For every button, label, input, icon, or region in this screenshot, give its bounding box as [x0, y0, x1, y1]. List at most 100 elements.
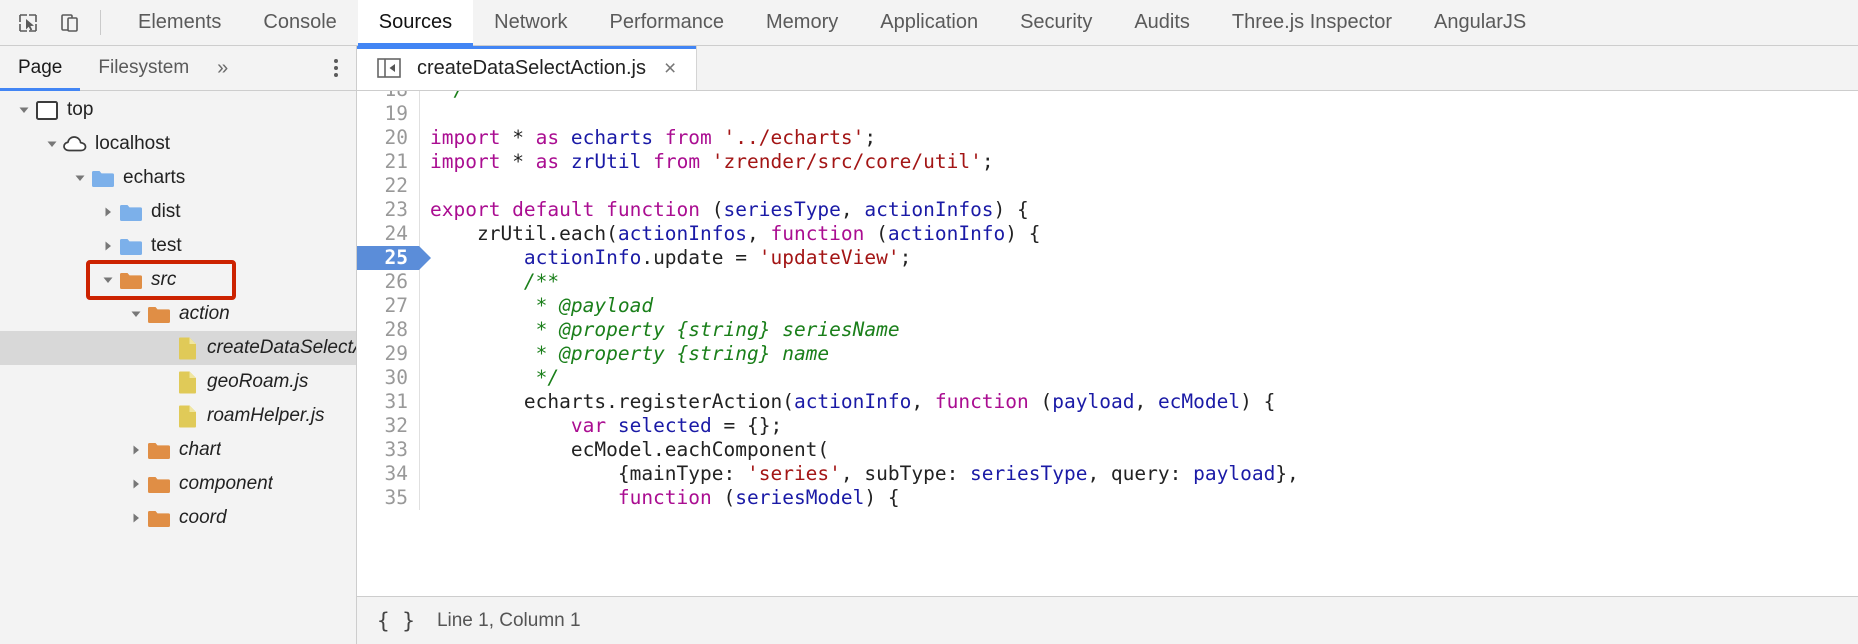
code-token: payload	[1052, 390, 1135, 413]
chevron-right-icon[interactable]	[98, 240, 118, 252]
code-line-text: echarts.registerAction(actionInfo, funct…	[420, 390, 1275, 414]
chevron-right-icon[interactable]	[126, 444, 146, 456]
tree-item-action[interactable]: action	[0, 297, 356, 331]
main-tab-audits[interactable]: Audits	[1113, 0, 1211, 45]
line-number[interactable]: 30	[357, 366, 419, 390]
line-number[interactable]: 29	[357, 342, 419, 366]
gutter-divider	[419, 198, 420, 222]
navigator-tab-filesystem[interactable]: Filesystem	[80, 46, 207, 90]
chevron-down-icon[interactable]	[14, 104, 34, 116]
main-tab-three-js-inspector[interactable]: Three.js Inspector	[1211, 0, 1413, 45]
tree-item-coord[interactable]: coord	[0, 501, 356, 535]
gutter-divider	[419, 91, 420, 102]
code-line[interactable]: 28 * @property {string} seriesName	[357, 318, 1858, 342]
code-line[interactable]: 27 * @payload	[357, 294, 1858, 318]
main-tab-security[interactable]: Security	[999, 0, 1113, 45]
main-tab-application[interactable]: Application	[859, 0, 999, 45]
main-tab-memory[interactable]: Memory	[745, 0, 859, 45]
line-number[interactable]: 22	[357, 174, 419, 198]
inspect-element-icon[interactable]	[14, 9, 42, 37]
tree-item-label: coord	[179, 507, 227, 528]
line-number[interactable]: 20	[357, 126, 419, 150]
chevron-down-icon[interactable]	[126, 308, 146, 320]
line-number[interactable]: 25	[357, 246, 431, 270]
line-number[interactable]: 18	[357, 91, 419, 102]
chevron-right-icon[interactable]	[126, 478, 146, 490]
line-number[interactable]: 33	[357, 438, 419, 462]
tree-item-top[interactable]: top	[0, 93, 356, 127]
tree-item-src[interactable]: src	[0, 263, 356, 297]
line-number[interactable]: 23	[357, 198, 419, 222]
tree-item-localhost[interactable]: localhost	[0, 127, 356, 161]
tree-item-test[interactable]: test	[0, 229, 356, 263]
chevron-right-icon[interactable]	[126, 512, 146, 524]
main-tab-network[interactable]: Network	[473, 0, 588, 45]
code-line[interactable]: 18 */	[357, 91, 1858, 102]
code-line-text: actionInfo.update = 'updateView';	[420, 246, 911, 270]
code-line[interactable]: 31 echarts.registerAction(actionInfo, fu…	[357, 390, 1858, 414]
code-line[interactable]: 35 function (seriesModel) {	[357, 486, 1858, 510]
code-token: .update =	[641, 246, 759, 269]
navigator-tab-page[interactable]: Page	[0, 46, 81, 91]
code-token: ecModel.eachComponent(	[430, 438, 830, 461]
tree-item-dist[interactable]: dist	[0, 195, 356, 229]
more-options-icon[interactable]	[316, 59, 356, 77]
close-icon[interactable]: ×	[664, 56, 677, 80]
pretty-print-icon[interactable]: { }	[377, 608, 415, 633]
tree-item-georoam-js[interactable]: geoRoam.js	[0, 365, 356, 399]
main-tab-elements[interactable]: Elements	[117, 0, 242, 45]
tree-item-echarts[interactable]: echarts	[0, 161, 356, 195]
folder-orange-icon	[146, 441, 172, 460]
code-token: (	[1040, 390, 1053, 413]
code-line[interactable]: 34 {mainType: 'series', subType: seriesT…	[357, 462, 1858, 486]
line-number[interactable]: 26	[357, 270, 419, 294]
chevron-right-icon[interactable]	[98, 206, 118, 218]
chevron-down-icon[interactable]	[98, 274, 118, 286]
code-line-text: export default function (seriesType, act…	[420, 198, 1029, 222]
chevron-down-icon[interactable]	[42, 138, 62, 150]
code-line-text: function (seriesModel) {	[420, 486, 900, 510]
code-line-text: zrUtil.each(actionInfos, function (actio…	[420, 222, 1041, 246]
editor-tab-createdataselectaction[interactable]: createDataSelectAction.js ×	[357, 46, 698, 90]
code-token: function	[770, 222, 877, 245]
line-number[interactable]: 21	[357, 150, 419, 174]
tree-item-roamhelper-js[interactable]: roamHelper.js	[0, 399, 356, 433]
navigator-more-tabs-icon[interactable]: »	[217, 56, 228, 79]
line-number[interactable]: 24	[357, 222, 419, 246]
code-line[interactable]: 30 */	[357, 366, 1858, 390]
tree-item-createdataselectaction-js[interactable]: createDataSelectAction.js	[0, 331, 356, 365]
code-token: , subType:	[840, 462, 971, 485]
main-tab-performance[interactable]: Performance	[589, 0, 746, 45]
code-line[interactable]: 24 zrUtil.each(actionInfos, function (ac…	[357, 222, 1858, 246]
code-token: 'updateView'	[758, 246, 900, 269]
tree-item-chart[interactable]: chart	[0, 433, 356, 467]
code-line[interactable]: 22	[357, 174, 1858, 198]
code-line[interactable]: 29 * @property {string} name	[357, 342, 1858, 366]
main-tab-label: Application	[880, 11, 979, 33]
main-tab-angularjs[interactable]: AngularJS	[1413, 0, 1547, 45]
code-line[interactable]: 26 /**	[357, 270, 1858, 294]
code-token: * @payload	[430, 294, 654, 317]
line-number[interactable]: 34	[357, 462, 419, 486]
gutter-divider	[419, 222, 420, 246]
collapse-sidebar-icon[interactable]	[375, 57, 403, 79]
line-number[interactable]: 28	[357, 318, 419, 342]
line-number[interactable]: 27	[357, 294, 419, 318]
device-toolbar-icon[interactable]	[56, 9, 84, 37]
code-line[interactable]: 25 actionInfo.update = 'updateView';	[357, 246, 1858, 270]
main-tab-console[interactable]: Console	[242, 0, 357, 45]
code-line[interactable]: 32 var selected = {};	[357, 414, 1858, 438]
line-number[interactable]: 32	[357, 414, 419, 438]
main-tab-sources[interactable]: Sources	[357, 0, 474, 46]
tree-item-component[interactable]: component	[0, 467, 356, 501]
line-number[interactable]: 35	[357, 486, 419, 510]
code-line[interactable]: 19	[357, 102, 1858, 126]
chevron-down-icon[interactable]	[70, 172, 90, 184]
line-number[interactable]: 19	[357, 102, 419, 126]
line-number[interactable]: 31	[357, 390, 419, 414]
code-line[interactable]: 33 ecModel.eachComponent(	[357, 438, 1858, 462]
